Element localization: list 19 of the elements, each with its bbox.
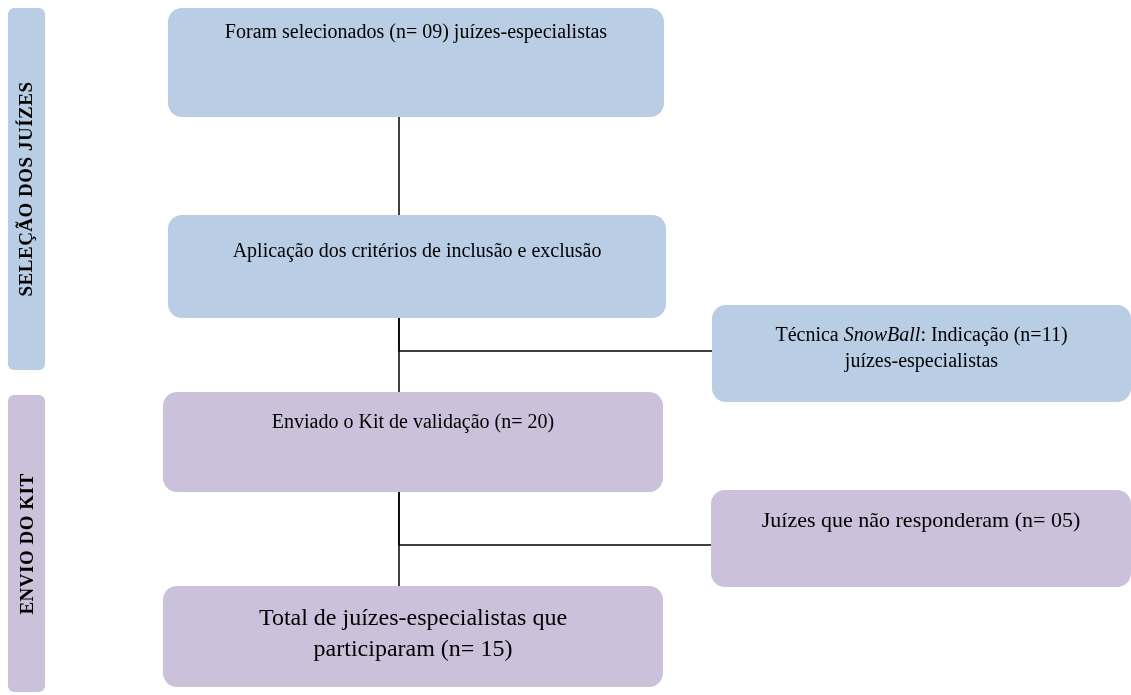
box-text: Juízes que não responderam (n= 05)	[761, 506, 1081, 534]
box-text: Técnica SnowBall: Indicação (n=11) juízes-especialistas	[774, 322, 1069, 373]
section-label: SELEÇÃO DOS JUÍZES	[15, 81, 38, 297]
section-label: ENVIO DO KIT	[15, 472, 38, 615]
box-text: Total de juízes-especialistas que participaram (n= 15)	[257, 603, 569, 664]
process-box	[163, 586, 663, 687]
connector-line	[398, 116, 400, 216]
box-text: Aplicação dos critérios de inclusão e exclusão	[232, 238, 602, 263]
process-box	[712, 305, 1131, 402]
connector-line	[398, 317, 713, 352]
process-box	[168, 8, 664, 117]
process-box	[168, 215, 666, 318]
box-text: Enviado o Kit de validação (n= 20)	[271, 409, 555, 434]
box-text: Foram selecionados (n= 09) juízes-especialistas	[224, 19, 608, 44]
section-band	[8, 8, 45, 370]
connector-line	[398, 491, 712, 546]
process-box	[163, 392, 663, 492]
section-band	[8, 395, 45, 692]
process-box	[711, 490, 1131, 587]
